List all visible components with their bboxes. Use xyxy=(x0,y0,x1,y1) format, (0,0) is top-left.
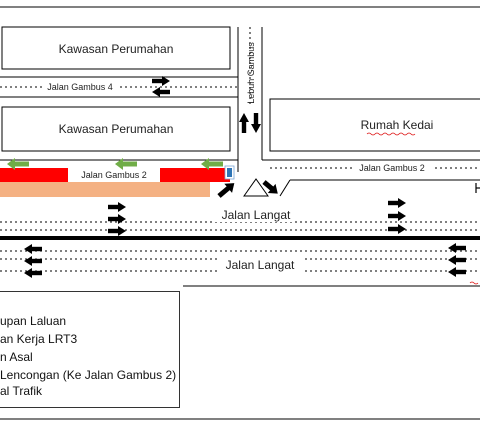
road-lebuh-gambus: Lebuh Gambus xyxy=(237,27,263,172)
arrow-icon xyxy=(448,267,466,277)
arrow-icon xyxy=(448,255,466,265)
road-jalan-langat-upper: Jalan Langat xyxy=(0,198,480,236)
arrow-icon xyxy=(388,224,406,234)
junction-island xyxy=(243,178,269,197)
lebuh-gambus-label: Lebuh Gambus xyxy=(246,42,256,104)
legend-item-road-closure: upan Laluan xyxy=(0,314,67,328)
legend-item-diversion: Lencongan (Ke Jalan Gambus 2) xyxy=(0,368,177,382)
jalan-langat-upper-label: Jalan Langat xyxy=(222,208,291,222)
arrow-icon xyxy=(388,211,406,221)
legend-item-lrt3-work-zone: an Kerja LRT3 xyxy=(0,332,78,346)
arrow-icon xyxy=(24,256,42,266)
jalan-gambus-4-label: Jalan Gambus 4 xyxy=(47,82,113,92)
jalan-langat-lower-label: Jalan Langat xyxy=(226,258,295,272)
legend-item-traffic-signal: al Trafik xyxy=(0,384,43,398)
arrow-icon xyxy=(217,183,235,198)
traffic-light-icon xyxy=(224,165,235,180)
road-jalan-langat-lower: Jalan Langat xyxy=(0,243,480,287)
block-housing-middle: Kawasan Perumahan xyxy=(1,106,231,152)
arrow-icon xyxy=(108,202,126,212)
legend-item-original-route: n Asal xyxy=(0,350,33,364)
road-jalan-gambus-4: Jalan Gambus 4 xyxy=(0,76,238,98)
road-jalan-gambus-2-left: Jalan Gambus 2 xyxy=(0,158,238,197)
lrt3-work-zone xyxy=(0,182,210,197)
road-closure-zone xyxy=(160,168,230,182)
housing-mid-label: Kawasan Perumahan xyxy=(59,122,174,136)
arrow-icon xyxy=(388,198,406,208)
arrow-icon xyxy=(24,268,42,278)
jalan-gambus-2-right-label: Jalan Gambus 2 xyxy=(359,163,425,173)
boundary-lines xyxy=(0,6,480,420)
arrow-icon xyxy=(24,244,42,254)
jalan-gambus-2-left-label: Jalan Gambus 2 xyxy=(81,170,147,180)
block-housing-top: Kawasan Perumahan xyxy=(1,26,231,70)
housing-top-label: Kawasan Perumahan xyxy=(59,42,174,56)
arrow-icon xyxy=(152,87,170,97)
arrow-icon xyxy=(108,226,126,236)
map-legend: upan Laluan an Kerja LRT3 n Asal Lencong… xyxy=(0,291,180,408)
arrow-icon xyxy=(262,180,278,194)
arrow-icon xyxy=(251,113,261,133)
block-rumah-kedai: Rumah Kedai xyxy=(269,98,480,152)
road-closure-zone xyxy=(0,168,68,182)
rumah-kedai-label: Rumah Kedai xyxy=(361,118,434,132)
arrow-icon xyxy=(239,113,249,133)
road-jalan-gambus-2-right: Jalan Gambus 2 xyxy=(262,159,480,197)
